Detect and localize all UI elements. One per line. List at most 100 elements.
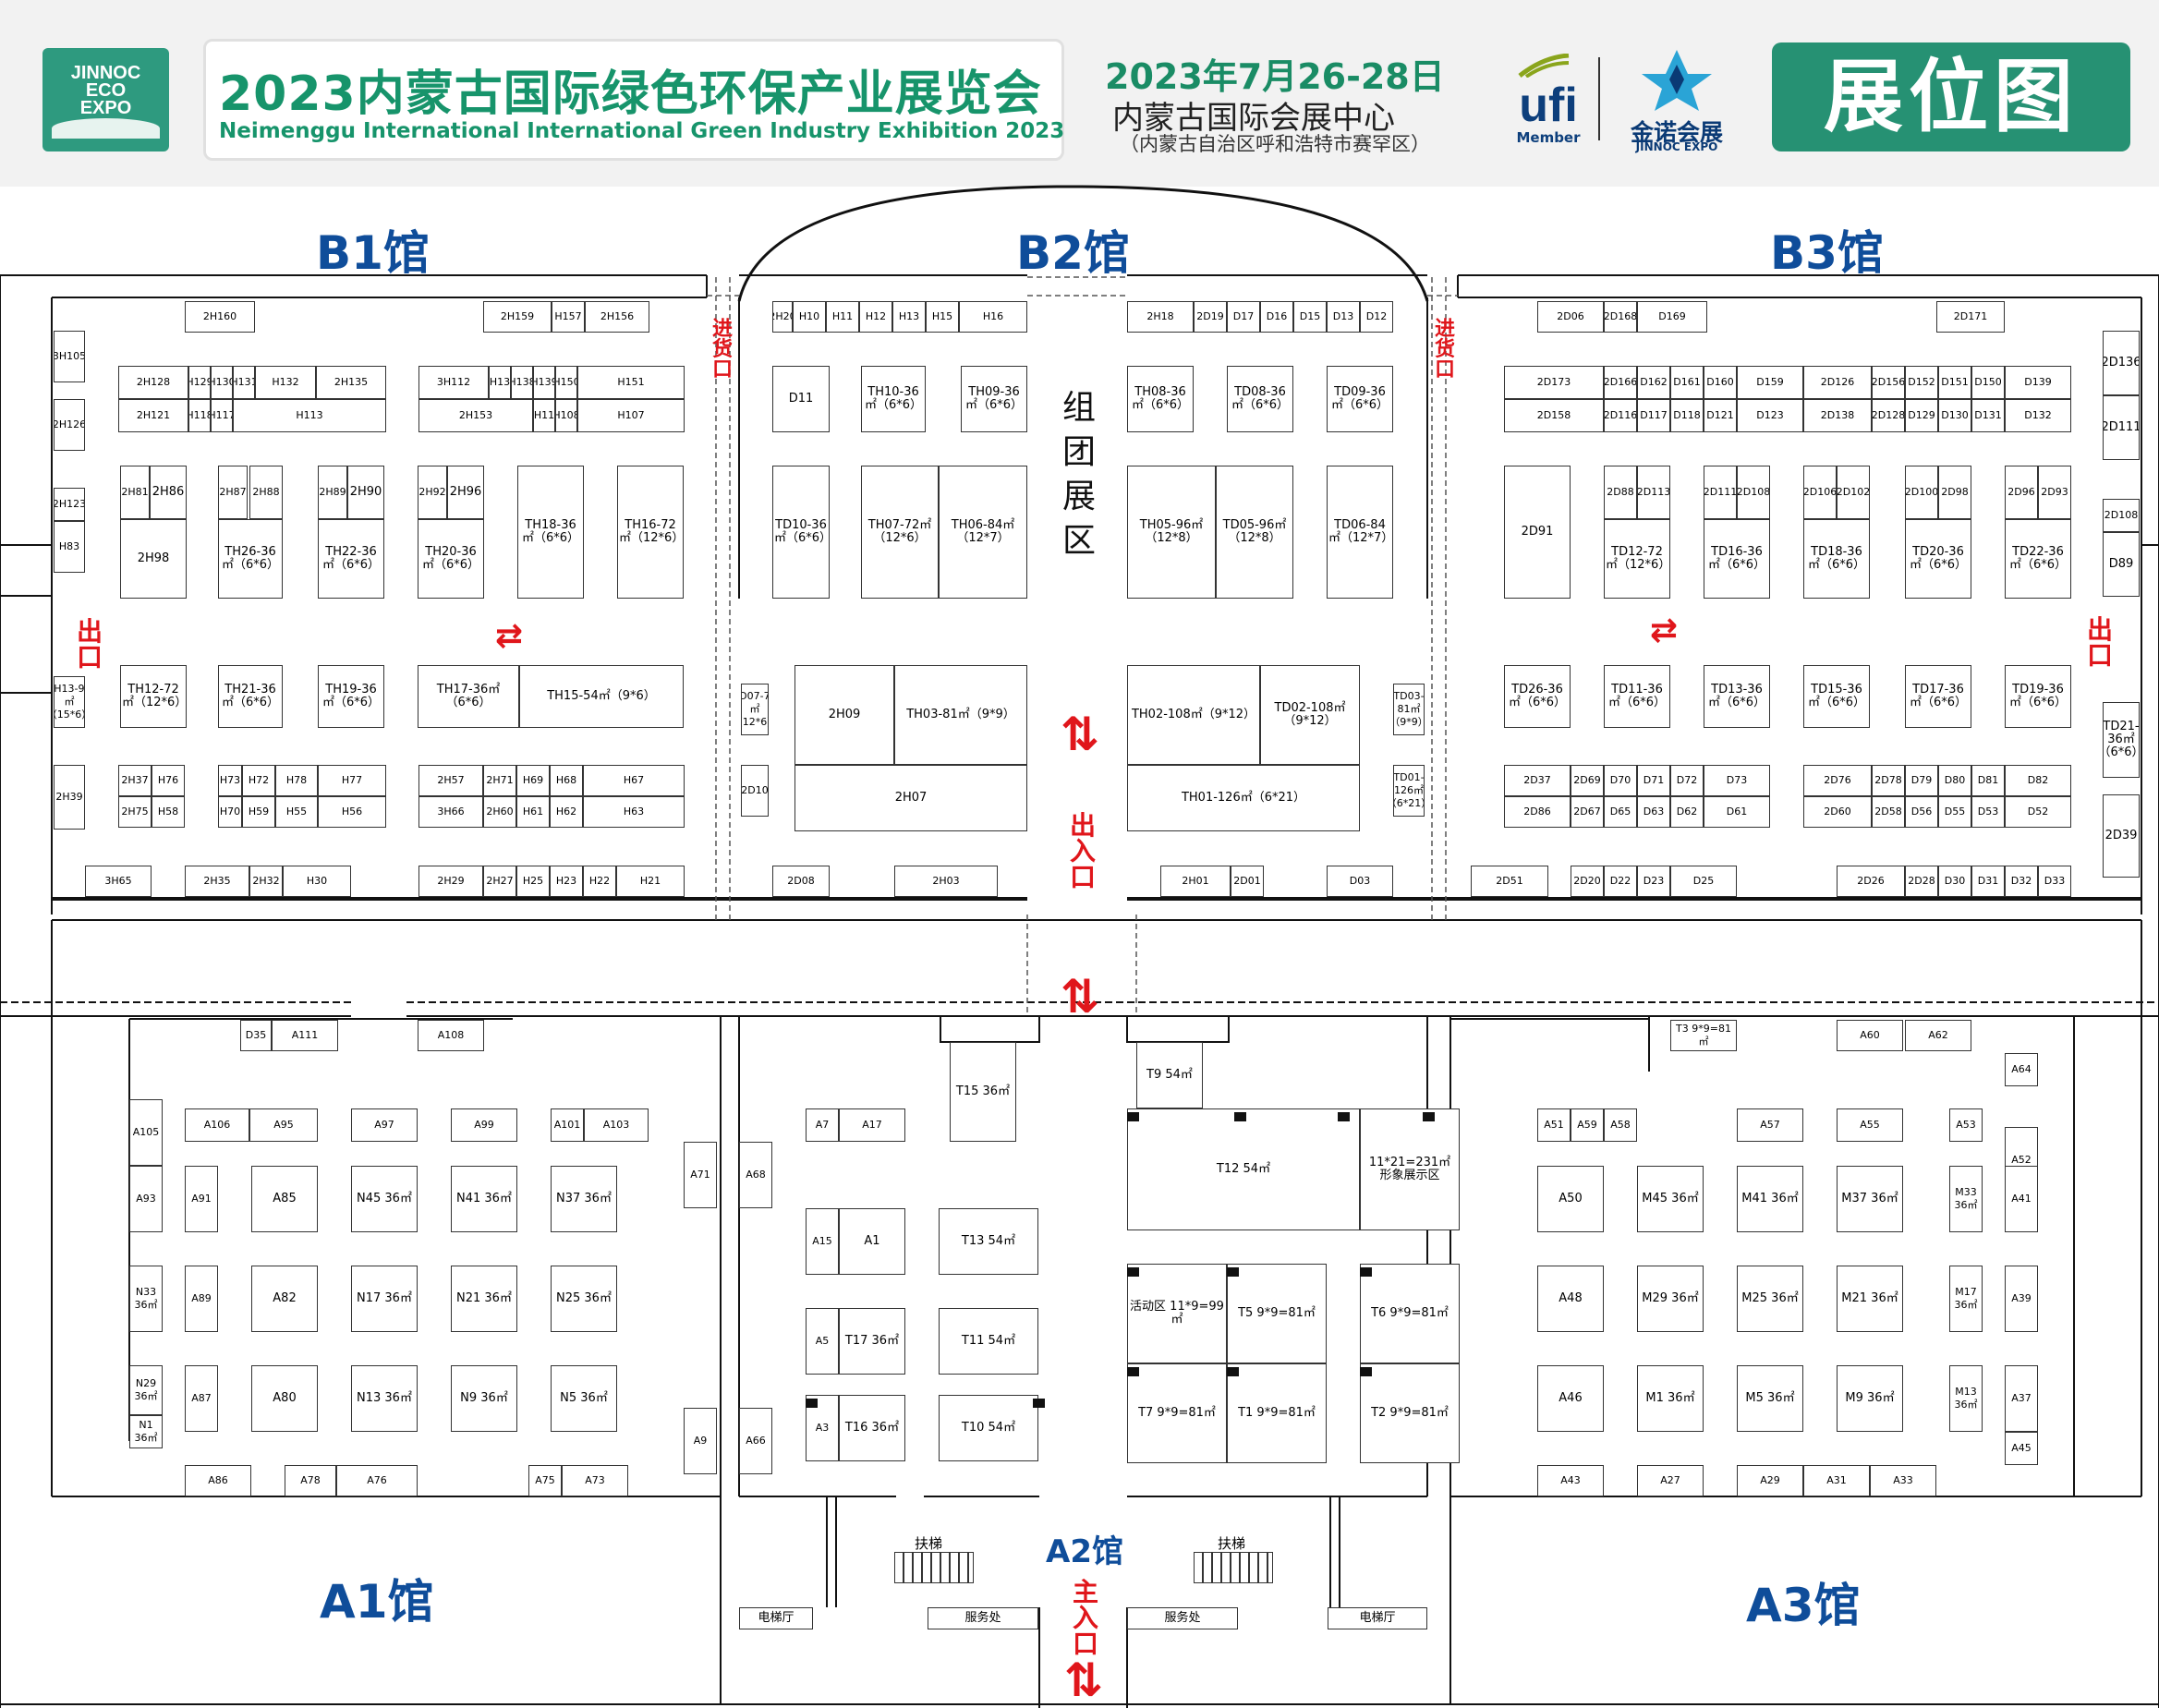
booth: T3 9*9=81㎡ (1670, 1020, 1737, 1051)
booth: 2D06 (1537, 301, 1604, 333)
booth: TH06-84㎡（12*7） (939, 466, 1027, 599)
booth: H76 (152, 765, 185, 796)
booth: 2D100 (1905, 466, 1938, 519)
escalator-icon (894, 1552, 974, 1583)
booth: T7 9*9=81㎡ (1127, 1363, 1227, 1463)
booth: H22 (583, 866, 616, 897)
booth: TH01-126㎡（6*21） (1127, 765, 1360, 831)
booth: A91 (185, 1166, 218, 1232)
floor-plan-badge: 展位图 (1772, 42, 2130, 151)
booth: 2H123 (54, 488, 85, 521)
hall-label-b3: B3馆 (1770, 226, 1884, 280)
booth: 2D10 (741, 765, 769, 817)
booth: TD08-36㎡（6*6） (1227, 366, 1293, 432)
booth: 2D96 (2005, 466, 2038, 519)
booth: D161 (1670, 366, 1704, 399)
booth: D150 (1971, 366, 2005, 399)
logo-line: EXPO (79, 98, 132, 118)
pillar-icon (1360, 1267, 1372, 1277)
booth: 2H92 (418, 466, 447, 519)
hall-label-a1: A1馆 (320, 1575, 434, 1629)
event-date: 2023年7月26-28日 (1105, 56, 1445, 97)
pillar-icon (1360, 1367, 1372, 1376)
booth: T11 54㎡ (939, 1308, 1038, 1375)
booth: 2H09 (794, 665, 894, 765)
booth: A99 (451, 1108, 517, 1142)
booth: H25 (516, 866, 550, 897)
booth: TD21-36㎡（6*6） (2103, 702, 2140, 778)
booth: 2D166 (1604, 366, 1637, 399)
booth: 2H37 (118, 765, 152, 796)
booth: H70 (218, 796, 242, 828)
booth: D15 (1293, 301, 1327, 333)
booth: TD12-72㎡（12*6） (1604, 519, 1670, 599)
booth: 2H39 (54, 765, 85, 830)
booth: A95 (249, 1108, 318, 1142)
booth: D17 (1227, 301, 1260, 333)
venue-address: （内蒙古自治区呼和浩特市赛罕区） (1120, 133, 1430, 155)
booth: TD10-36㎡（6*6） (772, 466, 830, 599)
header-banner: JINNOC ECO EXPO 2023内蒙古国际绿色环保产业展览会 Neime… (0, 0, 2159, 187)
booth: D22 (1604, 866, 1637, 897)
booth: A71 (684, 1142, 717, 1208)
booth: D70 (1604, 765, 1637, 796)
booth: 2D88 (1604, 466, 1637, 519)
booth: H130 (211, 366, 233, 399)
booth: A41 (2005, 1166, 2038, 1232)
pillar-icon (1127, 1267, 1139, 1277)
booth: H55 (275, 796, 318, 828)
booth: N21 36㎡ (451, 1266, 517, 1332)
booth: 2H75 (118, 796, 152, 828)
booth: M5 36㎡ (1737, 1365, 1803, 1432)
booth: TD16-36㎡（6*6） (1704, 519, 1770, 599)
booth: 2H121 (118, 399, 188, 432)
booth: M1 36㎡ (1637, 1365, 1704, 1432)
booth: M33 36㎡ (1949, 1166, 1983, 1232)
booth: 2D158 (1504, 399, 1604, 432)
logo-divider (1598, 57, 1600, 140)
booth: TH05-96㎡（12*8） (1127, 466, 1216, 599)
booth: H78 (275, 765, 318, 796)
booth: TD03-81㎡（9*9） (1393, 684, 1425, 735)
up-down-arrow-icon: ⇅ (1061, 708, 1099, 761)
booth: TH19-36㎡（6*6） (318, 665, 384, 728)
title-cn: 2023内蒙古国际绿色环保产业展览会 (219, 67, 1042, 122)
group-exhibit-area: 组团展区 (1061, 389, 1096, 560)
booth: A68 (739, 1142, 772, 1208)
booth: A37 (2005, 1365, 2038, 1432)
hall-label-a3: A3馆 (1746, 1579, 1861, 1632)
booth: 2D20 (1571, 866, 1604, 897)
booth: T9 54㎡ (1136, 1042, 1203, 1108)
booth: A43 (1537, 1465, 1604, 1496)
booth: H13 (892, 301, 926, 333)
booth: H16 (959, 301, 1027, 333)
two-way-arrow-icon: ⇄ (1650, 612, 1679, 649)
booth: D35 (240, 1020, 272, 1051)
booth: 2D86 (1504, 796, 1571, 828)
booth: D31 (1971, 866, 2005, 897)
up-down-arrow-icon: ⇅ (1064, 1653, 1103, 1707)
booth: H11 (826, 301, 859, 333)
logo-wave-icon (52, 118, 160, 139)
booth: 2D111 (1704, 466, 1737, 519)
booth: D132 (2005, 399, 2071, 432)
booth: 2D113 (1637, 466, 1670, 519)
booth: D159 (1737, 366, 1803, 399)
booth: H139 (533, 366, 555, 399)
booth: D63 (1637, 796, 1670, 828)
ufi-text: ufi (1519, 79, 1578, 132)
booth: TH02-108㎡（9*12） (1127, 665, 1260, 765)
booth: T2 9*9=81㎡ (1360, 1363, 1460, 1463)
booth: N9 36㎡ (451, 1365, 517, 1432)
jinnoc-eco-expo-logo: JINNOC ECO EXPO (42, 48, 169, 151)
booth: M9 36㎡ (1837, 1365, 1903, 1432)
booth: 2D51 (1471, 866, 1548, 897)
booth: A101 (551, 1108, 584, 1142)
logo-line: ECO (85, 80, 127, 101)
booth: A27 (1637, 1465, 1704, 1496)
booth: 2H01 (1160, 866, 1231, 897)
booth: TD11-36㎡（6*6） (1604, 665, 1670, 728)
booth: TD18-36㎡（6*6） (1803, 519, 1870, 599)
booth: A82 (251, 1266, 318, 1332)
